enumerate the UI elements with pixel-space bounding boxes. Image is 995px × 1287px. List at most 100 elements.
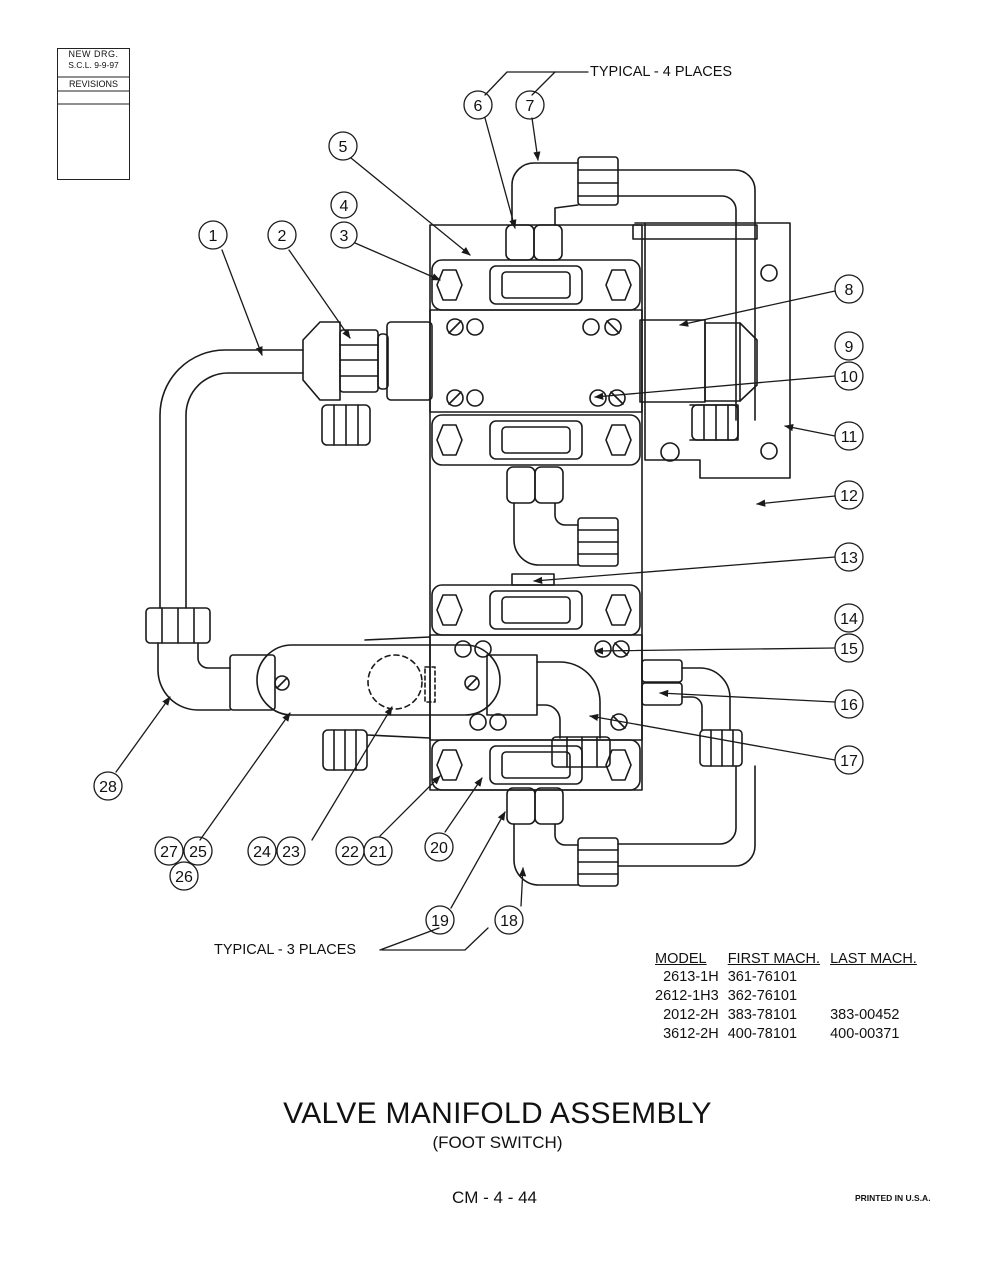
callout-8-label: 8 bbox=[845, 282, 854, 299]
model-cell: 2613-1H bbox=[663, 969, 719, 985]
callout-23-label: 23 bbox=[282, 844, 300, 861]
callout-6-label: 6 bbox=[474, 98, 483, 115]
table-row: 2012-2H 383-78101 383-00452 bbox=[655, 1006, 917, 1025]
revision-block bbox=[57, 48, 130, 180]
callout-18-label: 18 bbox=[500, 913, 518, 930]
callout-26 bbox=[169, 861, 199, 891]
callout-21-label: 21 bbox=[369, 844, 387, 861]
callout-3-label: 3 bbox=[340, 228, 349, 245]
last-mach-cell bbox=[830, 987, 917, 1006]
callout-22 bbox=[335, 836, 365, 866]
rev-new-drg: NEW DRG. bbox=[68, 49, 119, 59]
middle-elbow-fitting bbox=[506, 466, 619, 567]
callout-19 bbox=[425, 905, 455, 935]
first-mach-cell: 383-78101 bbox=[727, 1007, 798, 1023]
callout-24-label: 24 bbox=[253, 844, 271, 861]
callout-1 bbox=[198, 220, 228, 250]
note-typical-3-places: TYPICAL - 3 PLACES bbox=[214, 942, 357, 958]
callout-4 bbox=[330, 191, 358, 219]
drawing-title: VALVE MANIFOLD ASSEMBLY bbox=[283, 1097, 712, 1130]
callout-28 bbox=[93, 771, 123, 801]
model-cell: 2012-2H bbox=[663, 1007, 719, 1023]
callout-25 bbox=[183, 836, 213, 866]
callout-7 bbox=[515, 90, 545, 120]
leader-lines bbox=[115, 71, 836, 951]
callout-4-label: 4 bbox=[340, 198, 349, 215]
last-mach-cell: 400-00371 bbox=[830, 1026, 900, 1042]
callout-9-label: 9 bbox=[845, 339, 854, 356]
left-hose bbox=[145, 349, 304, 711]
callout-balloons bbox=[93, 90, 864, 935]
rev-scl-date: S.C.L. 9-9-97 bbox=[68, 60, 119, 70]
revision-block-lines bbox=[57, 76, 130, 105]
callout-15 bbox=[834, 633, 864, 663]
lower-left-fitting bbox=[322, 729, 431, 771]
callout-16 bbox=[834, 689, 864, 719]
callout-10-label: 10 bbox=[840, 369, 858, 386]
table-row: 2613-1H 361-76101 bbox=[655, 968, 917, 987]
callout-1-label: 1 bbox=[209, 228, 218, 245]
lower-center-fitting bbox=[551, 736, 611, 768]
upper-solenoid-valve bbox=[386, 309, 758, 413]
foot-switch-valve bbox=[229, 644, 601, 739]
top-valve-block bbox=[431, 259, 641, 311]
model-table: MODEL FIRST MACH. LAST MACH. 2613-1H 361… bbox=[655, 951, 917, 1044]
lower-valve-block bbox=[431, 573, 641, 636]
page-number: CM - 4 - 44 bbox=[452, 1188, 538, 1207]
callout-28-label: 28 bbox=[99, 779, 117, 796]
table-row: 3612-2H 400-78101 400-00371 bbox=[655, 1025, 917, 1044]
callout-17-label: 17 bbox=[840, 753, 858, 770]
model-cell: 2612-1H3 bbox=[655, 988, 719, 1004]
first-mach-cell: 362-76101 bbox=[727, 988, 798, 1004]
printed-in-usa: PRINTED IN U.S.A. bbox=[855, 1193, 931, 1203]
callout-11-label: 11 bbox=[841, 429, 858, 446]
callout-7-label: 7 bbox=[526, 98, 535, 115]
rev-revisions-label: REVISIONS bbox=[68, 79, 118, 89]
bottom-elbow-fitting bbox=[506, 765, 756, 887]
first-mach-cell: 361-76101 bbox=[727, 969, 798, 985]
table-row: 2612-1H3 362-76101 bbox=[655, 987, 917, 1006]
callout-22-label: 22 bbox=[341, 844, 359, 861]
callout-11 bbox=[834, 421, 864, 451]
callout-27 bbox=[154, 836, 184, 866]
callout-2-label: 2 bbox=[278, 228, 287, 245]
callout-23 bbox=[276, 836, 306, 866]
callout-25-label: 25 bbox=[189, 844, 207, 861]
callout-3 bbox=[330, 221, 358, 249]
callout-16-label: 16 bbox=[840, 697, 858, 714]
lower-right-fitting bbox=[641, 659, 743, 767]
top-elbow-fitting bbox=[505, 156, 756, 421]
first-mach-header: FIRST MACH. bbox=[727, 951, 821, 967]
callout-5 bbox=[328, 131, 358, 161]
last-mach-cell bbox=[830, 968, 917, 987]
mounting-bracket bbox=[632, 222, 791, 479]
callout-14-label: 14 bbox=[840, 611, 858, 628]
callout-6 bbox=[463, 90, 493, 120]
callout-19-label: 19 bbox=[431, 913, 449, 930]
callout-27-label: 27 bbox=[160, 844, 178, 861]
callout-5-label: 5 bbox=[339, 139, 348, 156]
callout-12 bbox=[834, 480, 864, 510]
callout-10 bbox=[834, 361, 864, 391]
upper-left-fitting bbox=[302, 321, 739, 446]
callout-20 bbox=[424, 832, 454, 862]
drawing-subtitle: (FOOT SWITCH) bbox=[432, 1133, 563, 1152]
callout-12-label: 12 bbox=[840, 488, 858, 505]
last-mach-cell: 383-00452 bbox=[830, 1007, 900, 1023]
callout-18 bbox=[494, 905, 524, 935]
callout-2 bbox=[267, 220, 297, 250]
callout-17 bbox=[834, 745, 864, 775]
model-cell: 3612-2H bbox=[663, 1026, 719, 1042]
note-typical-4-places: TYPICAL - 4 PLACES bbox=[590, 64, 733, 80]
callout-8 bbox=[834, 274, 864, 304]
last-mach-header: LAST MACH. bbox=[830, 951, 917, 967]
callout-9 bbox=[834, 331, 864, 361]
callout-15-label: 15 bbox=[840, 641, 858, 658]
callout-13 bbox=[834, 542, 864, 572]
callout-20-label: 20 bbox=[430, 840, 448, 857]
first-mach-cell: 400-78101 bbox=[727, 1026, 798, 1042]
callout-14 bbox=[834, 603, 864, 633]
callout-13-label: 13 bbox=[840, 550, 858, 567]
model-header: MODEL bbox=[655, 951, 707, 967]
